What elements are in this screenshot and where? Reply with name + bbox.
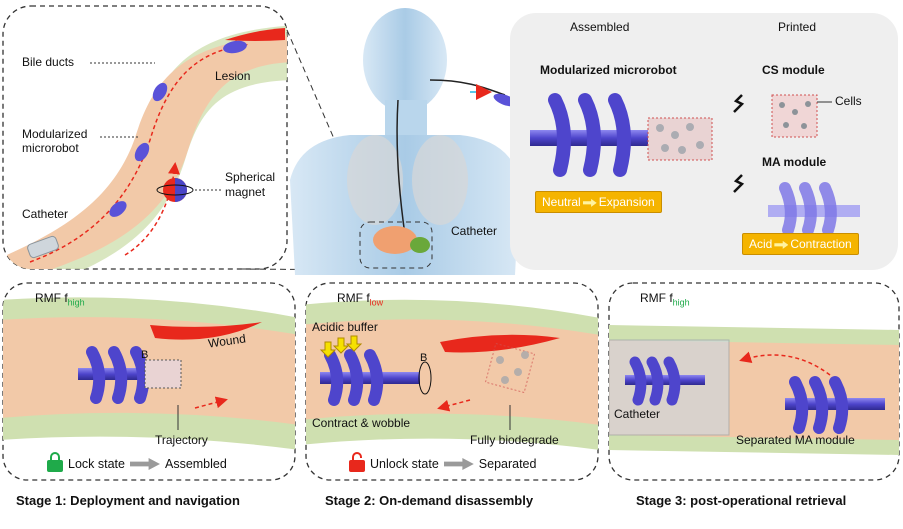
microrobot-small-3 [152, 82, 168, 102]
navigation-path [29, 40, 248, 263]
squiggle-arrow-top [733, 94, 745, 113]
label-ma-module: MA module [762, 155, 827, 169]
label-cs-module: CS module [762, 63, 825, 77]
rmf-text: RMF f [337, 291, 370, 305]
rmf-sub: low [369, 297, 384, 308]
stage1-state: Lock state Assembled [68, 457, 227, 471]
stage3-rmf-label: RMF fhigh [640, 291, 690, 307]
lock-icon [47, 452, 63, 472]
rmf-sub: high [67, 297, 85, 308]
label-microrobot: Modularized microrobot [22, 127, 88, 155]
tag-neutral-from: Neutral [542, 195, 581, 209]
unlock-icon [349, 452, 365, 472]
cs-module [771, 94, 832, 138]
tag-neutral-to: Expansion [598, 195, 655, 209]
microrobot-small-4 [223, 40, 247, 54]
state-from: Lock state [68, 457, 125, 471]
state-to: Separated [478, 457, 537, 471]
human-body-illustration [290, 8, 520, 275]
arrow-icon [582, 198, 597, 207]
tag-acid-from: Acid [749, 237, 773, 251]
stage3-panel [608, 282, 900, 481]
label-catheter-center: Catheter [451, 224, 498, 238]
microrobot-small-2 [134, 142, 150, 162]
label-lesion: Lesion [215, 69, 251, 83]
state-to: Assembled [164, 457, 227, 471]
bile-duct-lumen [3, 35, 287, 269]
label-printed: Printed [778, 20, 817, 34]
label-acidic-buffer: Acidic buffer [312, 320, 378, 334]
gray-arrow-icon [443, 458, 474, 470]
rmf-text: RMF f [640, 291, 673, 305]
stage1-panel [2, 282, 296, 481]
stage2-panel [305, 282, 599, 481]
gray-arrow-icon [129, 458, 160, 470]
arrow-icon [774, 240, 789, 249]
catheter-tip [27, 235, 59, 259]
label-trajectory: Trajectory [155, 433, 208, 447]
label-catheter-stage3: Catheter [614, 407, 661, 421]
tag-acid-contraction: Acid Contraction [742, 233, 859, 255]
acid-arrows [319, 335, 363, 358]
stage2-caption: Stage 2: On-demand disassembly [325, 493, 534, 508]
spherical-magnet-icon [156, 178, 194, 202]
state-from: Unlock state [370, 457, 439, 471]
degrading-cs-module [484, 342, 536, 394]
microrobot-small-1 [109, 201, 127, 217]
stage1-caption: Stage 1: Deployment and navigation [16, 493, 240, 508]
stage3-caption: Stage 3: post-operational retrieval [636, 493, 847, 508]
stage2-rmf-label: RMF flow [337, 291, 383, 307]
zoom-panel-bile-duct [2, 5, 288, 270]
stage1-rmf-label: RMF fhigh [35, 291, 85, 307]
stage2-state: Unlock state Separated [370, 457, 536, 471]
label-b-stage2: B [420, 352, 428, 364]
label-separated-ma: Separated MA module [736, 433, 855, 447]
label-b-stage1: B [141, 349, 149, 361]
lesion-mark [225, 28, 285, 41]
label-modularized-microrobot: Modularized microrobot [540, 63, 677, 77]
stage3-robot-outside [785, 376, 885, 434]
label-catheter-left: Catheter [22, 207, 69, 221]
stage2-robot [320, 349, 432, 406]
ma-module [768, 182, 860, 236]
label-fully-biodegrade: Fully biodegrade [470, 433, 559, 447]
stage3-robot-inside [625, 356, 705, 406]
catheter-tube [609, 339, 730, 436]
rmf-text: RMF f [35, 291, 68, 305]
tag-acid-to: Contraction [790, 237, 852, 251]
assembled-microrobot [530, 93, 713, 177]
modules-panel [510, 13, 898, 270]
label-bile-ducts: Bile ducts [22, 55, 75, 69]
wound-mark [150, 322, 262, 340]
label-spherical-magnet: Spherical magnet [225, 170, 276, 199]
label-cells: Cells [835, 94, 862, 108]
squiggle-arrow-bottom [733, 174, 745, 193]
label-assembled: Assembled [570, 20, 630, 34]
label-contract-wobble: Contract & wobble [312, 416, 411, 430]
tag-neutral-expansion: Neutral Expansion [535, 191, 662, 213]
rmf-sub: high [672, 297, 690, 308]
stage1-robot [78, 346, 182, 404]
